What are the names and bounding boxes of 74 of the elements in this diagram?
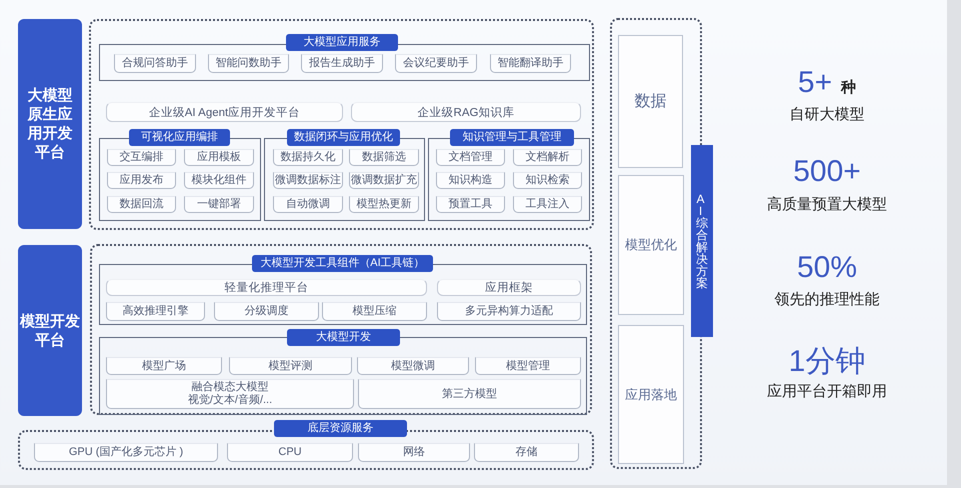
feature-box: 微调数据标注 — [273, 172, 343, 189]
feature-box: 工具注入 — [513, 196, 582, 213]
group-frame — [89, 19, 594, 230]
feature-box: 数据筛选 — [349, 149, 419, 166]
stat-caption: 自研大模型 — [790, 107, 864, 123]
feature-box: 模型广场 — [106, 357, 222, 375]
section-heading: 大模型开发 — [287, 329, 400, 346]
section-heading: 数据闭环与应用优化 — [287, 129, 400, 146]
stat-caption: 高质量预置大模型 — [767, 197, 887, 213]
feature-box: 自动微调 — [273, 196, 343, 213]
feature-box: 一键部署 — [184, 196, 254, 213]
feature-box — [106, 379, 354, 409]
stat-number: 500+ — [793, 157, 861, 187]
feature-box: 模型管理 — [475, 357, 581, 375]
feature-box: 企业级RAG知识库 — [351, 102, 581, 122]
feature-box: 轻量化推理平台 — [106, 279, 427, 296]
section-panel — [99, 329, 587, 415]
feature-box: 会议纪要助手 — [395, 54, 477, 73]
box-subtitle: 视觉/文本/音频/... — [188, 394, 272, 407]
feature-box: 模型压缩 — [322, 302, 427, 321]
section-panel — [99, 129, 261, 221]
stat-caption: 应用平台开箱即用 — [767, 384, 887, 400]
stat-number: 5+ — [798, 68, 832, 98]
feature-box: 模型热更新 — [349, 196, 419, 213]
feature-box: 交互编排 — [107, 149, 176, 166]
feature-box: 数据持久化 — [273, 149, 343, 166]
section-heading: 底层资源服务 — [274, 420, 407, 437]
feature-box: 文档解析 — [513, 149, 582, 166]
pillar-box: 模型优化 — [618, 175, 684, 315]
section-panel — [264, 129, 425, 221]
feature-box: 模型微调 — [357, 357, 469, 375]
feature-box: 网络 — [358, 443, 470, 462]
feature-box: 报告生成助手 — [301, 54, 383, 73]
section-panel — [428, 129, 590, 221]
section-heading: 大模型开发工具组件（AI工具链） — [252, 255, 433, 272]
feature-box: 合规问答助手 — [114, 54, 196, 73]
section-heading: 大模型应用服务 — [286, 34, 398, 51]
feature-box: 数据回流 — [107, 196, 176, 213]
section-panel — [99, 34, 590, 81]
feature-box: 智能问数助手 — [208, 54, 289, 73]
feature-box: 应用框架 — [437, 279, 581, 296]
feature-box: 模块化组件 — [184, 172, 254, 189]
feature-box: 文档管理 — [436, 149, 505, 166]
category-box: 模型开发平台 — [18, 245, 82, 416]
section-heading: 可视化应用编排 — [129, 129, 230, 146]
feature-box: 知识构造 — [436, 172, 505, 189]
feature-box: 应用模板 — [184, 149, 254, 166]
group-frame — [90, 244, 592, 415]
feature-box: 模型评测 — [229, 357, 352, 375]
stat-number: 50% — [796, 253, 858, 283]
feature-box: 存储 — [474, 443, 579, 462]
feature-box: 应用发布 — [107, 172, 176, 189]
section-heading: 知识管理与工具管理 — [450, 129, 574, 146]
feature-box: 第三方模型 — [358, 379, 581, 409]
box-title: 融合模态大模型 — [192, 381, 268, 394]
feature-box: 预置工具 — [436, 196, 505, 213]
stat-number: 1分钟 — [788, 347, 866, 377]
feature-box: 企业级AI Agent应用开发平台 — [106, 102, 343, 122]
feature-box: 微调数据扩充 — [349, 172, 419, 189]
feature-box: 智能翻译助手 — [490, 54, 571, 73]
group-frame — [18, 420, 594, 470]
vertical-banner: AI综合解决方案 — [691, 145, 713, 337]
stat-caption: 领先的推理性能 — [774, 292, 880, 308]
feature-box: 知识检索 — [513, 172, 582, 189]
section-panel — [99, 255, 587, 325]
pillar-box: 数据 — [618, 35, 683, 168]
pillar-box: 应用落地 — [618, 325, 684, 464]
feature-box: 高效推理引擎 — [106, 302, 205, 321]
feature-box: GPU (国产化多元芯片 ) — [34, 443, 218, 462]
feature-box: CPU — [227, 443, 353, 462]
feature-box: 多元异构算力适配 — [437, 302, 581, 321]
feature-box: 分级调度 — [214, 302, 319, 321]
category-box: 大模型原生应用开发平台 — [18, 19, 82, 229]
stat-unit: 种 — [841, 80, 856, 96]
